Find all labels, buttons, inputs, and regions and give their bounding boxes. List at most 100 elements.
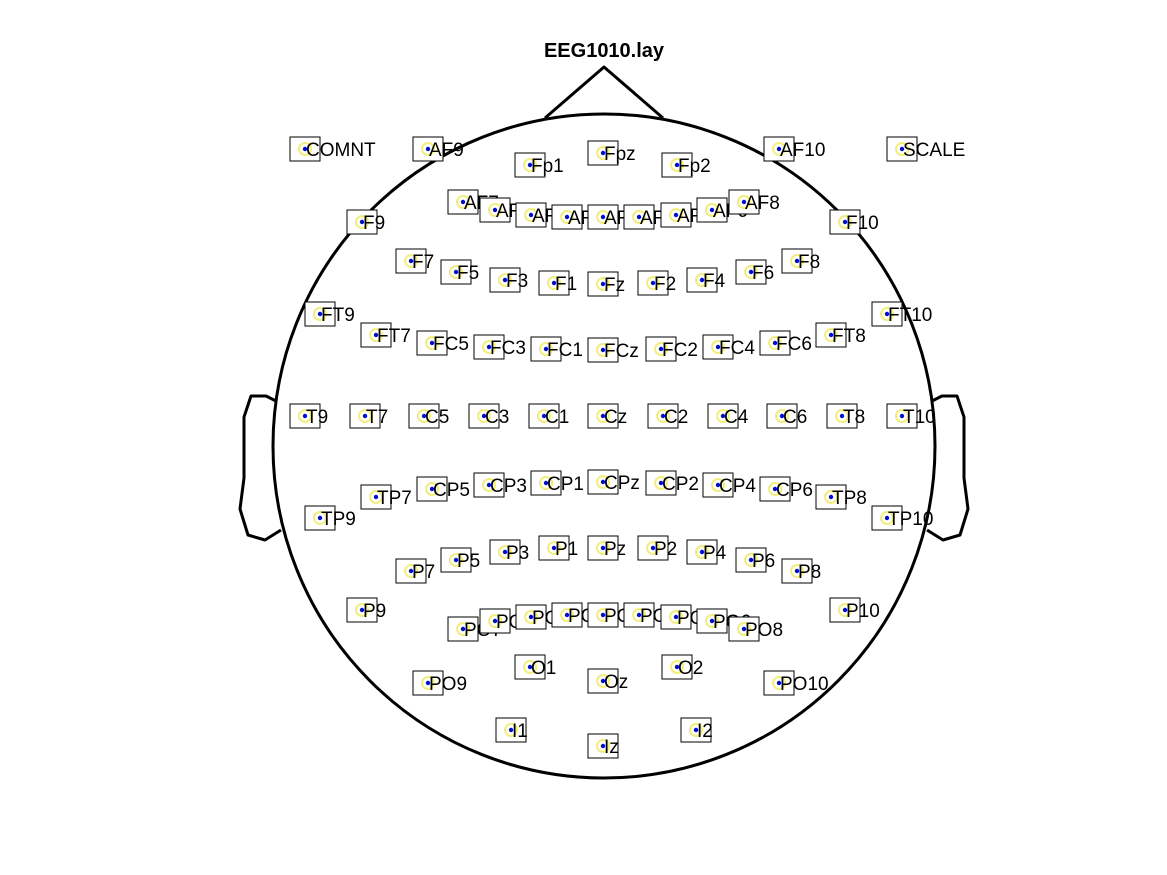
electrode-dot bbox=[541, 413, 547, 419]
electrode-c6: C6 bbox=[766, 403, 807, 429]
electrode-dot bbox=[636, 214, 642, 220]
electrode-ring bbox=[298, 142, 312, 156]
electrode-ring bbox=[695, 545, 709, 559]
electrode-label: O1 bbox=[531, 658, 556, 679]
electrode-af10: AF10 bbox=[763, 136, 825, 162]
electrode-dot bbox=[373, 494, 379, 500]
electrode-ft9: FT9 bbox=[304, 301, 355, 327]
electrode-ring bbox=[369, 490, 383, 504]
electrode-oz: Oz bbox=[587, 668, 628, 694]
electrode-box bbox=[696, 608, 728, 634]
electrode-box bbox=[735, 547, 767, 573]
electrode-c2: C2 bbox=[647, 403, 688, 429]
electrode-label: Oz bbox=[604, 672, 628, 693]
electrode-dot bbox=[600, 150, 606, 156]
electrode-dot bbox=[425, 680, 431, 686]
electrode-p3: P3 bbox=[489, 539, 529, 565]
electrode-p9: P9 bbox=[346, 597, 386, 623]
electrode-box bbox=[886, 136, 918, 162]
electrode-cpz: CPz bbox=[587, 469, 640, 495]
electrode-label: FT10 bbox=[888, 305, 932, 326]
electrode-group: COMNTAF9FpzAF10SCALEFp1Fp2AF7AF5AF3AF1AF… bbox=[289, 136, 965, 759]
electrode-label: TP8 bbox=[832, 488, 867, 509]
electrode-ring bbox=[504, 723, 518, 737]
electrode-iz: Iz bbox=[587, 733, 619, 759]
electrode-pz: Pz bbox=[587, 535, 626, 561]
electrode-dot bbox=[776, 680, 782, 686]
electrode-ring bbox=[790, 254, 804, 268]
electrode-dot bbox=[564, 612, 570, 618]
electrode-label: Fz bbox=[604, 275, 625, 296]
electrode-ft10: FT10 bbox=[871, 301, 932, 327]
electrode-label: PO10 bbox=[780, 674, 829, 695]
electrode-dot bbox=[842, 219, 848, 225]
electrode-box bbox=[395, 558, 427, 584]
electrode-tp10: TP10 bbox=[871, 505, 933, 531]
electrode-ring bbox=[737, 195, 751, 209]
electrode-label: PO9 bbox=[429, 674, 467, 695]
electrode-afz: AFz bbox=[587, 204, 638, 230]
electrode-label: F9 bbox=[363, 213, 385, 234]
electrode-ring bbox=[654, 342, 668, 356]
electrode-f4: F4 bbox=[686, 267, 726, 293]
electrode-box bbox=[647, 403, 679, 429]
electrode-dot bbox=[715, 482, 721, 488]
electrode-i1: I1 bbox=[495, 717, 528, 743]
electrode-dot bbox=[772, 340, 778, 346]
electrode-label: C3 bbox=[485, 407, 509, 428]
electrode-label: F7 bbox=[412, 252, 434, 273]
electrode-ring bbox=[716, 409, 730, 423]
electrode-ring bbox=[670, 660, 684, 674]
electrode-box bbox=[728, 616, 760, 642]
electrode-label: Pz bbox=[604, 539, 626, 560]
electrode-ring bbox=[744, 553, 758, 567]
electrode-dot bbox=[699, 277, 705, 283]
electrode-label: TP9 bbox=[321, 509, 356, 530]
electrode-label: CP3 bbox=[490, 476, 527, 497]
electrode-p2: P2 bbox=[637, 535, 677, 561]
electrode-label: I1 bbox=[512, 721, 528, 742]
electrode-label: P5 bbox=[457, 551, 480, 572]
electrode-label: C5 bbox=[425, 407, 449, 428]
electrode-dot bbox=[839, 413, 845, 419]
electrode-box bbox=[395, 248, 427, 274]
electrode-label: FC3 bbox=[490, 338, 526, 359]
electrode-dot bbox=[776, 146, 782, 152]
nose-outline bbox=[544, 65, 664, 120]
electrode-label: C1 bbox=[545, 407, 569, 428]
electrode-dot bbox=[600, 214, 606, 220]
electrode-ring bbox=[488, 203, 502, 217]
electrode-dot bbox=[699, 549, 705, 555]
electrode-dot bbox=[748, 269, 754, 275]
electrode-fc5: FC5 bbox=[416, 330, 469, 356]
electrode-label: F1 bbox=[555, 274, 577, 295]
electrode-ring bbox=[596, 277, 610, 291]
electrode-dot bbox=[408, 568, 414, 574]
electrode-f7: F7 bbox=[395, 248, 434, 274]
electrode-ring bbox=[539, 342, 553, 356]
electrode-ring bbox=[560, 210, 574, 224]
electrode-label: CP1 bbox=[547, 474, 584, 495]
electrode-ring bbox=[895, 409, 909, 423]
electrode-ring bbox=[596, 608, 610, 622]
electrode-label: Fpz bbox=[604, 144, 636, 165]
electrode-po9: PO9 bbox=[412, 670, 467, 696]
electrode-i2: I2 bbox=[680, 717, 713, 743]
electrode-ring bbox=[547, 541, 561, 555]
electrode-dot bbox=[527, 162, 533, 168]
electrode-ring bbox=[790, 564, 804, 578]
electrode-dot bbox=[658, 346, 664, 352]
electrode-ring bbox=[596, 674, 610, 688]
electrode-label: Cz bbox=[604, 407, 627, 428]
electrode-label: P9 bbox=[363, 601, 386, 622]
electrode-ring bbox=[313, 307, 327, 321]
electrode-box bbox=[304, 301, 336, 327]
electrode-f6: F6 bbox=[735, 259, 774, 285]
electrode-p8: P8 bbox=[781, 558, 821, 584]
electrode-fc4: FC4 bbox=[702, 334, 755, 360]
electrode-label: CP5 bbox=[433, 480, 470, 501]
electrode-ring bbox=[768, 336, 782, 350]
electrode-label: P8 bbox=[798, 562, 821, 583]
electrode-label: P10 bbox=[846, 601, 880, 622]
